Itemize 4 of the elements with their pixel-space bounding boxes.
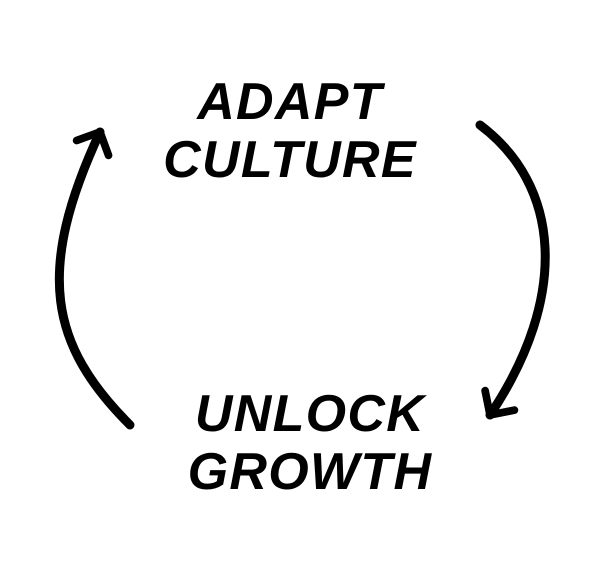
curved-arrow [476,120,550,420]
node-text: ADAPT CULTURE [140,72,440,188]
curved-arrow [54,128,134,430]
node-text: UNLOCK GROWTH [160,385,460,501]
